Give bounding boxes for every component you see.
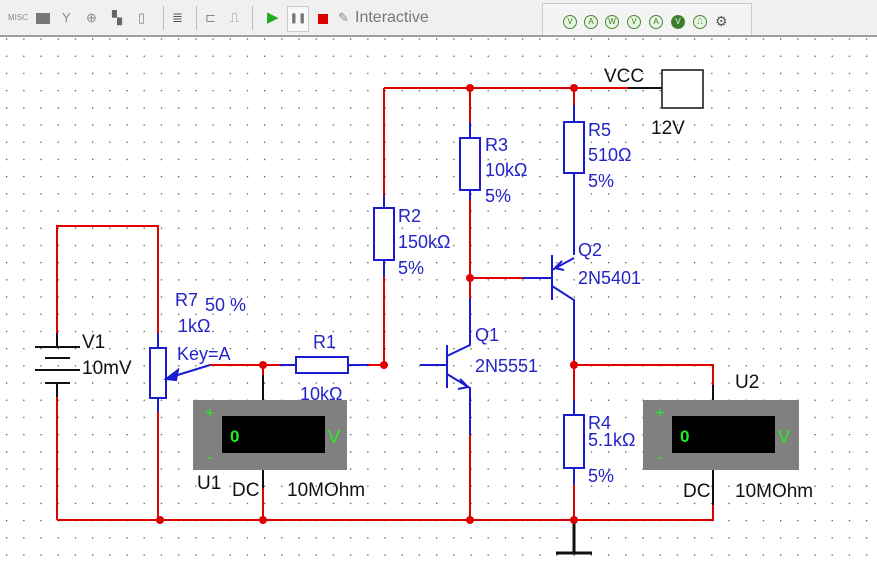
r2-label: R2: [398, 206, 421, 226]
digital-probe-icon[interactable]: ⎍: [693, 15, 707, 29]
u2-voltmeter[interactable]: + - 0 V: [643, 400, 799, 470]
wires: [56, 87, 714, 521]
dc-voltmeter-icon[interactable]: V: [671, 15, 685, 29]
play-icon[interactable]: ▶: [267, 9, 279, 26]
u2-plus: +: [655, 405, 664, 422]
q2-model: 2N5401: [578, 268, 641, 288]
q2-symbol[interactable]: [523, 255, 575, 360]
wattmeter-icon[interactable]: W: [605, 15, 619, 29]
u1-reading: 0: [230, 427, 239, 446]
voltmeter-icon[interactable]: V: [563, 15, 577, 29]
r4-value: 5.1kΩ: [588, 430, 635, 450]
r1-value: 10kΩ: [300, 384, 342, 404]
interactive-label[interactable]: Interactive: [355, 9, 429, 26]
r5-body[interactable]: [563, 121, 585, 174]
black-leads: [35, 87, 714, 555]
r3-value: 10kΩ: [485, 160, 527, 180]
wrench-icon[interactable]: ✎: [338, 10, 349, 25]
settings-gear-icon[interactable]: ⚙: [715, 13, 728, 29]
r2-value: 150kΩ: [398, 232, 451, 252]
u1-mode: DC: [232, 480, 259, 501]
q1-model: 2N5551: [475, 356, 538, 376]
instrument-toolbar: V A W V A V ⎍ ⚙: [542, 3, 752, 35]
r3-body[interactable]: [459, 137, 481, 191]
ammeter-icon[interactable]: A: [584, 15, 598, 29]
r7-setting: 50 %: [205, 295, 246, 315]
u2-reading: 0: [680, 427, 689, 446]
differential-voltmeter-icon[interactable]: V: [627, 15, 641, 29]
u1-impedance: 10MOhm: [287, 480, 365, 501]
antenna-icon[interactable]: Y: [62, 10, 71, 25]
r7-value: 1kΩ: [178, 316, 210, 336]
q1-symbol[interactable]: [420, 298, 471, 435]
grid: [0, 37, 877, 569]
vcc-label: VCC: [604, 66, 644, 87]
separator: [163, 6, 164, 30]
r4-tolerance: 5%: [588, 466, 614, 486]
r3-tolerance: 5%: [485, 186, 511, 206]
schematic-canvas[interactable]: VCC 12V V1 10mV R7 50 % 1kΩ Key=A R1 10k…: [0, 37, 877, 569]
u1-voltmeter[interactable]: + - 0 V: [193, 400, 347, 470]
vcc-source[interactable]: [661, 69, 704, 109]
components: [149, 105, 585, 485]
u2-unit: V: [778, 427, 790, 447]
u2-minus: -: [657, 449, 662, 466]
u2-impedance: 10MOhm: [735, 481, 813, 502]
r4-body[interactable]: [563, 414, 585, 469]
v1-label: V1: [82, 332, 105, 353]
r7-label: R7: [175, 290, 198, 310]
current-probe-icon[interactable]: A: [649, 15, 663, 29]
u2-mode: DC: [683, 481, 710, 502]
separator: [252, 6, 253, 30]
r7-key: Key=A: [177, 344, 231, 364]
v1-value: 10mV: [82, 358, 132, 379]
r5-tolerance: 5%: [588, 171, 614, 191]
r4-label: R4: [588, 413, 611, 433]
misc-icon[interactable]: MISC: [8, 13, 28, 22]
stop-icon[interactable]: [318, 14, 328, 24]
pause-icon[interactable]: ❚❚: [287, 6, 309, 32]
u1-plus: +: [205, 405, 214, 422]
toolbar: MISC Y ⊕ ▚ ▯ ≣ ⊏ ⎍ ▶ ❚❚ ✎ Interactive V …: [0, 0, 877, 37]
junctions: [156, 84, 578, 524]
connector-icon[interactable]: ⊏: [205, 10, 216, 25]
r5-value: 510Ω: [588, 145, 632, 165]
pulse-icon[interactable]: ⎍: [230, 10, 240, 25]
r1-body[interactable]: [295, 356, 349, 374]
q2-label: Q2: [578, 240, 602, 260]
board-icon[interactable]: [36, 13, 50, 24]
relay-icon[interactable]: ▚: [112, 10, 122, 25]
motor-icon[interactable]: ⊕: [86, 10, 97, 25]
vcc-value: 12V: [651, 118, 685, 139]
u2-label: U2: [735, 372, 759, 393]
r3-label: R3: [485, 135, 508, 155]
r1-label: R1: [313, 332, 336, 352]
r2-body[interactable]: [373, 207, 395, 261]
r2-tolerance: 5%: [398, 258, 424, 278]
u1-minus: -: [207, 449, 212, 466]
r7-body[interactable]: [149, 347, 167, 399]
lamp-icon[interactable]: ▯: [138, 10, 146, 25]
ic-icon[interactable]: ≣: [172, 10, 183, 25]
u1-label: U1: [197, 473, 221, 494]
q1-label: Q1: [475, 325, 499, 345]
u1-unit: V: [328, 427, 340, 447]
separator: [196, 6, 197, 30]
r5-label: R5: [588, 120, 611, 140]
